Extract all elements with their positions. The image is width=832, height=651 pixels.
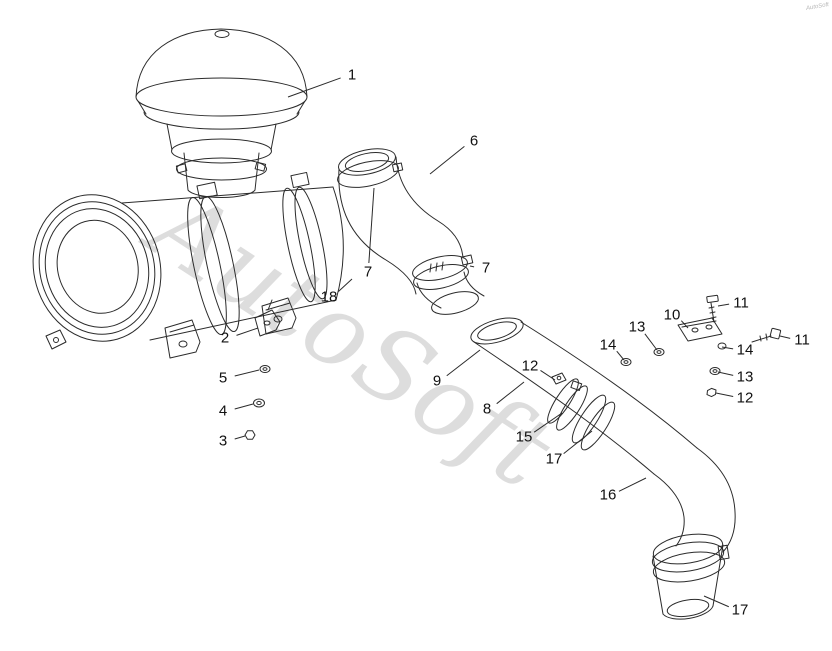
mounting-feet bbox=[45, 297, 297, 359]
bolts-washers bbox=[620, 294, 782, 398]
leader-line-13 bbox=[644, 333, 658, 351]
leader-line-17 bbox=[703, 595, 730, 608]
support-bracket bbox=[677, 317, 723, 342]
leader-line-1 bbox=[287, 77, 341, 98]
leader-line-8 bbox=[496, 381, 525, 405]
leader-line-9 bbox=[446, 349, 481, 377]
callout-label-7: 7 bbox=[363, 263, 373, 281]
callout-label-15: 15 bbox=[515, 428, 533, 446]
leader-line-11 bbox=[717, 303, 730, 307]
leader-line-17 bbox=[563, 430, 593, 455]
leader-line-18 bbox=[338, 278, 353, 292]
left-hardware bbox=[244, 299, 281, 440]
pipe-clamp-and-flare bbox=[547, 372, 616, 451]
leader-line-16 bbox=[618, 477, 647, 492]
leader-line-3 bbox=[234, 435, 246, 440]
leader-line-11 bbox=[779, 335, 791, 339]
callout-label-7: 7 bbox=[481, 259, 491, 277]
callout-label-6: 6 bbox=[469, 132, 479, 150]
mounting-straps bbox=[187, 171, 328, 336]
callout-label-14: 14 bbox=[599, 336, 617, 354]
leader-line-12 bbox=[540, 369, 556, 381]
elbow-clamp bbox=[412, 254, 485, 315]
air-cleaner-housing bbox=[32, 186, 344, 342]
leader-line-7 bbox=[368, 187, 375, 264]
leader-line-10 bbox=[680, 320, 689, 329]
callout-label-13: 13 bbox=[628, 318, 646, 336]
callout-label-16: 16 bbox=[599, 486, 617, 504]
callout-label-17: 17 bbox=[545, 450, 563, 468]
elbow-top-clamp bbox=[337, 160, 399, 188]
leader-line-2 bbox=[236, 327, 259, 336]
bolt-head bbox=[769, 327, 782, 340]
callout-label-11: 11 bbox=[733, 294, 749, 312]
callout-label-14: 14 bbox=[736, 341, 754, 359]
callout-label-18: 18 bbox=[320, 288, 338, 306]
elbow-hose bbox=[337, 148, 464, 295]
leader-line-12 bbox=[715, 392, 734, 397]
bolt-head bbox=[706, 294, 719, 304]
callout-label-11: 11 bbox=[794, 331, 810, 349]
callout-label-12: 12 bbox=[736, 389, 754, 407]
callout-label-1: 1 bbox=[347, 66, 357, 84]
leader-line-14 bbox=[721, 346, 734, 350]
air-cleaner-cap bbox=[135, 28, 308, 198]
callout-label-17: 17 bbox=[731, 601, 749, 619]
callout-label-9: 9 bbox=[432, 372, 442, 390]
leader-line-15 bbox=[533, 412, 563, 433]
leader-line-14 bbox=[616, 350, 625, 361]
nut bbox=[244, 430, 256, 440]
nut bbox=[706, 387, 717, 398]
callout-label-12: 12 bbox=[521, 357, 539, 375]
callout-label-5: 5 bbox=[218, 369, 228, 387]
outlet-hose-coupling bbox=[651, 533, 730, 620]
leader-line-6 bbox=[429, 146, 465, 175]
callout-label-10: 10 bbox=[663, 306, 681, 324]
leader-lines bbox=[234, 77, 791, 608]
callout-label-4: 4 bbox=[218, 402, 228, 420]
leader-line-4 bbox=[234, 403, 254, 410]
leader-line-7 bbox=[469, 265, 475, 268]
callout-label-8: 8 bbox=[482, 400, 492, 418]
callout-label-2: 2 bbox=[220, 329, 230, 347]
callout-label-13: 13 bbox=[736, 368, 754, 386]
leader-line-13 bbox=[717, 371, 734, 376]
leader-line-5 bbox=[234, 369, 260, 377]
callout-label-3: 3 bbox=[218, 432, 228, 450]
